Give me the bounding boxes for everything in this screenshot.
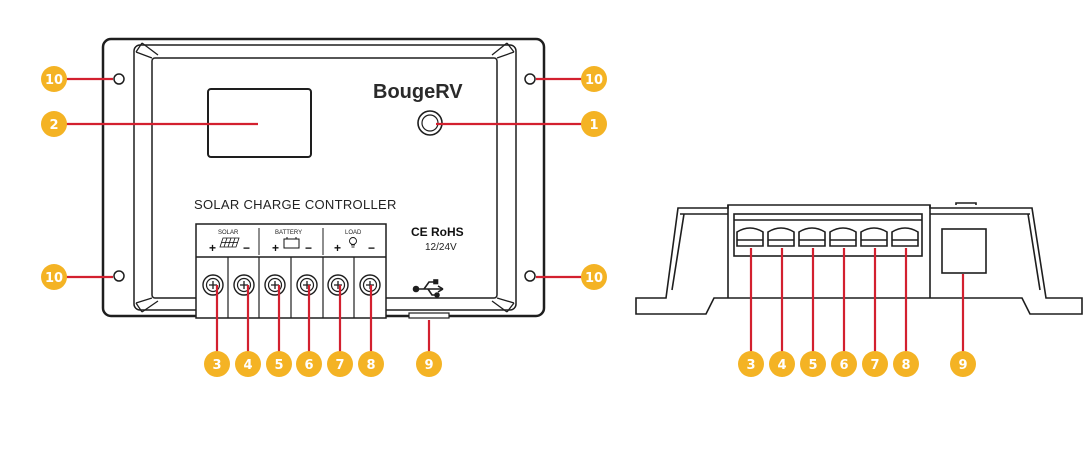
callout-terminal-4: 4 xyxy=(235,351,261,377)
callout-mount-top-left: 10 xyxy=(41,66,67,92)
callout-terminal-7: 7 xyxy=(327,351,353,377)
power-button-inner xyxy=(421,114,439,132)
side-view xyxy=(635,202,1083,315)
front-callouts: 10 2 10 10 1 10 9 3 xyxy=(41,66,607,377)
usb-port xyxy=(408,312,450,319)
side-callout-terminal-8: 8 xyxy=(893,351,919,377)
svg-text:3: 3 xyxy=(746,358,755,373)
terminal-screw-battery-positive xyxy=(264,274,286,296)
callout-mount-bottom-left: 10 xyxy=(41,264,67,290)
terminal-screw-load-positive xyxy=(327,274,349,296)
callout-terminal-3: 3 xyxy=(204,351,230,377)
svg-text:6: 6 xyxy=(839,358,848,373)
terminal-screw-solar-positive xyxy=(202,274,224,296)
battery-minus-sign: − xyxy=(305,241,312,255)
svg-text:8: 8 xyxy=(366,358,375,373)
front-view: BougeRV SOLAR CHARGE CONTROLLER CE RoHS … xyxy=(101,37,546,319)
load-minus-sign: − xyxy=(368,241,375,255)
svg-text:8: 8 xyxy=(901,358,910,373)
load-plus-sign: + xyxy=(334,241,341,255)
svg-text:5: 5 xyxy=(274,358,283,373)
front-leader-lines xyxy=(66,77,582,352)
certification-mark: CE RoHS xyxy=(411,225,464,239)
svg-text:10: 10 xyxy=(45,271,63,286)
side-terminal-slots xyxy=(734,219,922,247)
side-callout-terminal-6: 6 xyxy=(831,351,857,377)
mounting-hole-top-left xyxy=(113,73,125,85)
callout-mount-bottom-right: 10 xyxy=(581,264,607,290)
callout-display: 2 xyxy=(41,111,67,137)
solar-minus-sign: − xyxy=(243,241,250,255)
side-callout-terminal-7: 7 xyxy=(862,351,888,377)
solar-plus-sign: + xyxy=(209,241,216,255)
svg-text:1: 1 xyxy=(589,118,598,133)
solar-panel-icon xyxy=(219,237,240,248)
callout-usb-port: 9 xyxy=(416,351,442,377)
callout-terminal-6: 6 xyxy=(296,351,322,377)
side-leader-lines xyxy=(749,248,965,352)
svg-text:2: 2 xyxy=(49,118,58,133)
callout-mount-top-right: 10 xyxy=(581,66,607,92)
usb-icon xyxy=(412,279,444,298)
corner-bevels xyxy=(135,42,515,313)
terminal-screw-battery-negative xyxy=(296,274,318,296)
svg-text:10: 10 xyxy=(45,73,63,88)
mounting-hole-top-right xyxy=(524,73,536,85)
side-callout-terminal-4: 4 xyxy=(769,351,795,377)
svg-text:4: 4 xyxy=(777,358,786,373)
svg-text:3: 3 xyxy=(212,358,221,373)
svg-text:9: 9 xyxy=(958,358,967,373)
load-group-label: LOAD xyxy=(345,230,362,236)
product-title: SOLAR CHARGE CONTROLLER xyxy=(194,197,397,212)
voltage-label: 12/24V xyxy=(425,242,457,253)
battery-group-label: BATTERY xyxy=(275,230,302,236)
side-callout-terminal-3: 3 xyxy=(738,351,764,377)
svg-text:9: 9 xyxy=(424,358,433,373)
battery-icon xyxy=(283,237,300,249)
bulb-icon xyxy=(349,237,357,248)
side-terminal-block xyxy=(733,213,923,257)
callout-terminal-8: 8 xyxy=(358,351,384,377)
svg-text:10: 10 xyxy=(585,73,603,88)
svg-text:6: 6 xyxy=(304,358,313,373)
side-usb-port xyxy=(941,228,987,274)
terminal-block: SOLAR BATTERY LOAD + − + − + − xyxy=(195,223,387,319)
side-callouts: 3 4 5 6 7 8 9 xyxy=(738,351,976,377)
brand-logo: BougeRV xyxy=(373,81,463,103)
terminal-screw-solar-negative xyxy=(233,274,255,296)
solar-group-label: SOLAR xyxy=(218,230,239,236)
side-callout-terminal-5: 5 xyxy=(800,351,826,377)
callout-terminal-5: 5 xyxy=(266,351,292,377)
mounting-hole-bottom-right xyxy=(524,270,536,282)
mounting-hole-bottom-left xyxy=(113,270,125,282)
svg-text:7: 7 xyxy=(870,358,879,373)
svg-text:7: 7 xyxy=(335,358,344,373)
battery-plus-sign: + xyxy=(272,241,279,255)
svg-text:4: 4 xyxy=(243,358,252,373)
side-callout-usb-port: 9 xyxy=(950,351,976,377)
svg-text:5: 5 xyxy=(808,358,817,373)
svg-text:10: 10 xyxy=(585,271,603,286)
callout-power-button: 1 xyxy=(581,111,607,137)
